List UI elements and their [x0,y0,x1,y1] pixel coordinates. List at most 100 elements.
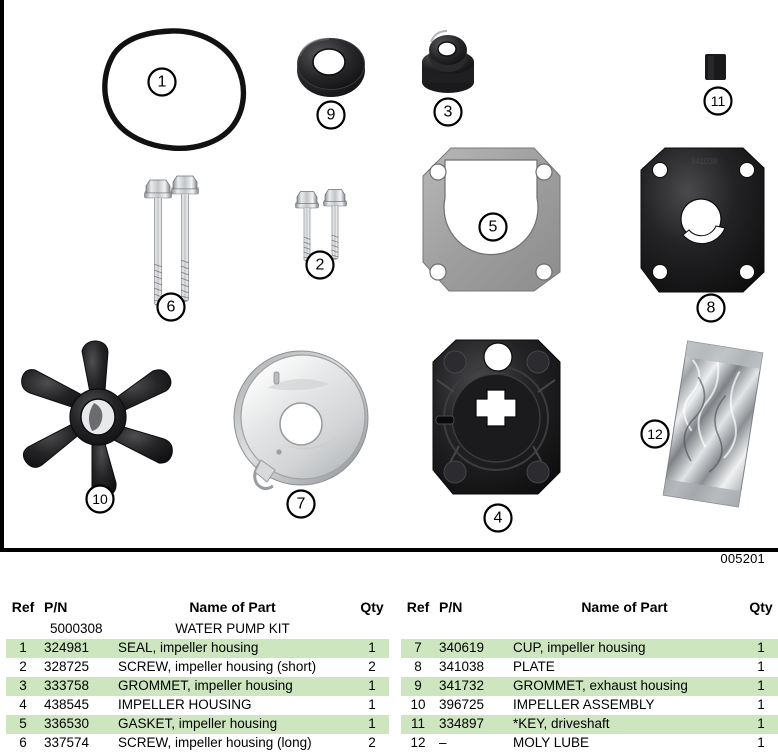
row-pn: 334897 [435,715,505,735]
row-ref: 7 [401,639,435,659]
svg-text:1: 1 [158,74,167,91]
callout-11: 11 [703,86,733,116]
callout-9: 9 [316,100,346,130]
parts-table-left-wrap: Ref P/N Name of Part Qty 5000308 WATER P… [0,599,389,753]
callout-12: 12 [640,419,670,449]
row-qty: 1 [757,735,765,751]
row-name: CUP, impeller housing [505,639,744,659]
header-pn: P/N [439,599,463,615]
row-ref: 8 [414,659,422,675]
table-row: 5 336530 GASKET, impeller housing 1 [6,715,389,735]
row-name: SEAL, impeller housing [110,639,355,659]
row-pn: 337574 [44,735,90,751]
table-header-row: Ref P/N Name of Part Qty [401,599,778,620]
row-pn: 340619 [435,639,505,659]
callout-6: 6 [156,292,186,322]
svg-text:8: 8 [707,300,716,317]
callout-2: 2 [305,250,335,280]
table-row: 11 334897 *KEY, driveshaft 1 [401,715,778,735]
row-qty: 1 [757,659,765,675]
table-row: 1 324981 SEAL, impeller housing 1 [6,639,389,659]
row-pn: 336530 [40,715,110,735]
parts-diagram: 1 9 3 [21,28,765,533]
parts-table-left: Ref P/N Name of Part Qty 5000308 WATER P… [6,599,389,753]
callout-3: 3 [433,97,463,127]
part-seal-ring-illustration [102,28,247,152]
row-pn: 324981 [40,639,110,659]
drawing-number: 005201 [720,551,765,566]
table-row: 7 340619 CUP, impeller housing 1 [401,639,778,659]
kit-part-name: WATER PUMP KIT [175,621,290,637]
row-qty: 1 [368,697,376,713]
svg-text:10: 10 [92,491,108,507]
header-name: Name of Part [189,599,276,615]
row-ref: 5 [6,715,40,735]
row-qty: 1 [744,677,778,697]
row-ref: 10 [410,697,426,713]
parts-table-right: Ref P/N Name of Part Qty 7 340619 CUP, i… [401,599,778,753]
callout-5: 5 [478,212,508,242]
table-row: 12 – MOLY LUBE 1 [401,734,778,753]
row-name: IMPELLER HOUSING [118,697,252,713]
row-pn: 438545 [44,697,90,713]
header-qty: Qty [749,599,773,615]
part-grommet-exhaust-housing-illustration [297,37,365,97]
part-screw-short-illustration [295,189,347,262]
part-plate-illustration: 341038 [640,147,765,293]
table-row: 3 333758 GROMMET, impeller housing 1 [6,677,389,697]
svg-text:9: 9 [327,107,336,124]
svg-text:12: 12 [647,426,663,442]
row-ref: 12 [410,735,426,751]
row-ref: 1 [6,639,40,659]
callout-1: 1 [147,67,177,97]
header-name: Name of Part [581,599,668,615]
row-pn: 328725 [44,659,90,675]
table-row: 2 328725 SCREW, impeller housing (short)… [6,658,389,677]
row-pn: 341732 [435,677,505,697]
row-qty: 2 [368,659,376,675]
header-pn: P/N [44,599,68,615]
kit-part-number: 5000308 [50,621,103,637]
kit-ref [6,620,40,639]
row-ref: 2 [19,659,27,675]
row-qty: 1 [355,715,389,735]
part-impeller-assembly-illustration [21,340,173,497]
kit-qty [355,620,389,639]
row-name: SCREW, impeller housing (short) [118,659,317,675]
svg-text:6: 6 [167,299,176,316]
row-qty: 1 [744,639,778,659]
svg-text:2: 2 [316,257,325,274]
table-header-row: Ref P/N Name of Part Qty [6,599,389,620]
svg-text:341038: 341038 [691,157,718,166]
callout-7: 7 [286,489,316,519]
spacer-row [401,620,778,639]
table-row: 8 341038 PLATE 1 [401,658,778,677]
header-qty: Qty [360,599,384,615]
row-pn: 333758 [40,677,110,697]
svg-text:5: 5 [489,219,498,236]
svg-text:4: 4 [494,510,503,527]
header-ref: Ref [11,599,35,615]
row-qty: 1 [355,639,389,659]
row-pn: 341038 [439,659,485,675]
row-name: GASKET, impeller housing [110,715,355,735]
parts-tables: Ref P/N Name of Part Qty 5000308 WATER P… [0,599,778,753]
row-qty: 1 [744,715,778,735]
part-key-driveshaft-illustration [705,54,726,80]
row-ref: 9 [401,677,435,697]
table-row: 10 396725 IMPELLER ASSEMBLY 1 [401,696,778,715]
row-ref: 4 [19,697,27,713]
part-cup-impeller-housing-illustration [233,350,369,491]
row-name: SCREW, impeller housing (long) [118,735,312,751]
table-row: 9 341732 GROMMET, exhaust housing 1 [401,677,778,697]
part-moly-lube-illustration [662,340,764,508]
row-ref: 11 [401,715,435,735]
row-name: GROMMET, impeller housing [110,677,355,697]
row-name: MOLY LUBE [513,735,590,751]
kit-title-row: 5000308 WATER PUMP KIT [6,620,389,639]
callout-8: 8 [696,293,726,323]
part-grommet-impeller-housing-illustration [422,30,474,93]
part-screw-long-illustration [144,175,199,306]
row-name: IMPELLER ASSEMBLY [513,697,655,713]
parts-table-right-wrap: Ref P/N Name of Part Qty 7 340619 CUP, i… [389,599,778,753]
